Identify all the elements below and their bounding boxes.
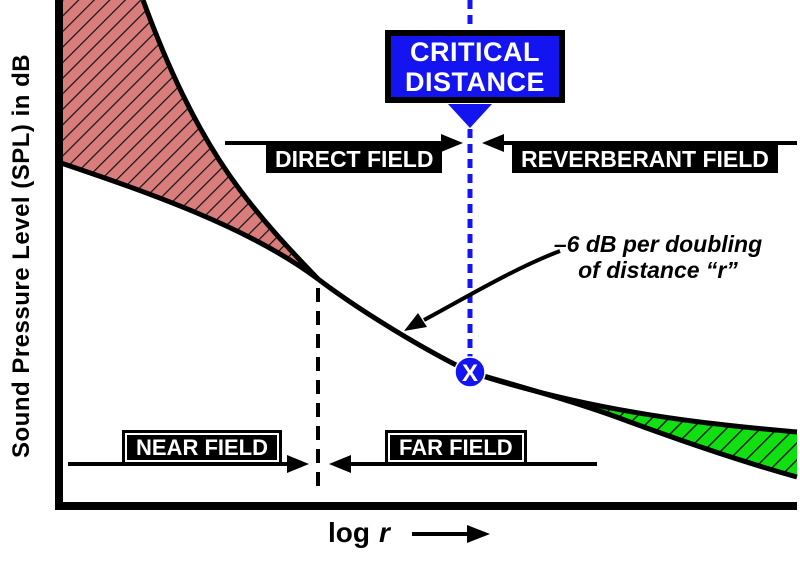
critical-point-x-marker: X <box>462 360 478 387</box>
reverberant-field-arrowhead <box>482 134 504 152</box>
critical-distance-box: CRITICAL DISTANCE <box>385 30 565 103</box>
direct-field-label: DIRECT FIELD <box>266 145 443 173</box>
far-field-label: FAR FIELD <box>385 430 527 465</box>
x-axis-arrowhead <box>467 525 490 543</box>
spl-curve <box>57 159 472 375</box>
critical-box-pointer <box>448 104 492 128</box>
x-axis-label-variable: r <box>379 517 390 548</box>
direct-field-arrowhead <box>441 134 463 152</box>
x-axis-label-prefix: log <box>328 517 370 548</box>
critical-distance-box-label: CRITICAL DISTANCE <box>404 36 545 97</box>
slope-annotation: –6 dB per doubling of distance “r” <box>553 231 763 283</box>
near-field-label: NEAR FIELD <box>122 430 282 465</box>
critical-point-circle <box>454 356 486 388</box>
slope-annotation-arrowhead <box>404 313 427 331</box>
slope-annotation-arrow-line <box>423 249 561 322</box>
y-axis-label: Sound Pressure Level (SPL) in dB <box>8 53 35 458</box>
far-field-arrowhead <box>329 455 351 473</box>
near-field-upper-curve <box>140 0 320 281</box>
reverberant-field-label: REVERBERANT FIELD <box>512 145 778 173</box>
near-field-arrowhead <box>287 455 309 473</box>
direct-spl-branch <box>469 369 798 480</box>
